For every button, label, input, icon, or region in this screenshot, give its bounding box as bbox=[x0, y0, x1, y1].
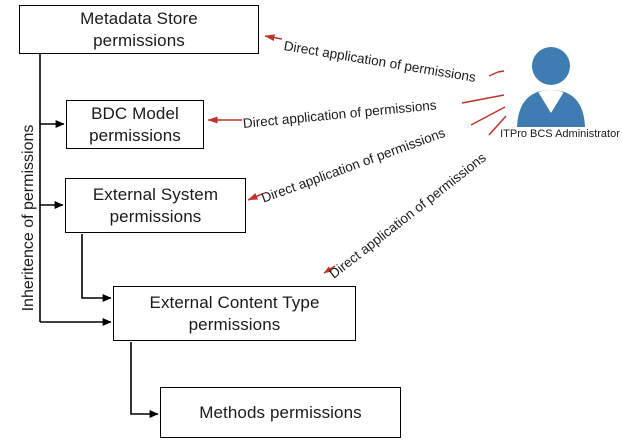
arrow-ect-to-methods bbox=[130, 342, 159, 418]
person-avatar-icon bbox=[517, 47, 585, 127]
red-tail-metadata bbox=[488, 71, 499, 77]
arrow-extsys-to-ect bbox=[81, 234, 112, 302]
red-tail-ect bbox=[488, 115, 507, 136]
box-external-system-label: External System permissions bbox=[92, 184, 219, 226]
box-bdc-model: BDC Model permissions bbox=[66, 100, 204, 149]
red-arrowhead-metadata bbox=[264, 34, 283, 42]
red-tail-extsys bbox=[470, 106, 506, 126]
actor-caption: ITPro BCS Administrator bbox=[500, 128, 620, 140]
box-external-content-type: External Content Type permissions bbox=[113, 286, 356, 341]
red-tail-bdc bbox=[461, 94, 505, 104]
box-metadata-store: Metadata Store permissions bbox=[19, 5, 259, 54]
box-methods: Methods permissions bbox=[160, 387, 401, 438]
box-bdc-model-label: BDC Model permissions bbox=[89, 103, 181, 145]
box-external-content-type-label: External Content Type permissions bbox=[149, 292, 320, 334]
red-arrowhead-extsys bbox=[247, 193, 263, 201]
box-methods-label: Methods permissions bbox=[199, 402, 362, 422]
red-stub-metadata bbox=[497, 70, 505, 73]
box-external-system: External System permissions bbox=[65, 178, 246, 233]
box-metadata-store-label: Metadata Store permissions bbox=[80, 8, 198, 50]
red-arrowhead-ect bbox=[323, 265, 336, 274]
